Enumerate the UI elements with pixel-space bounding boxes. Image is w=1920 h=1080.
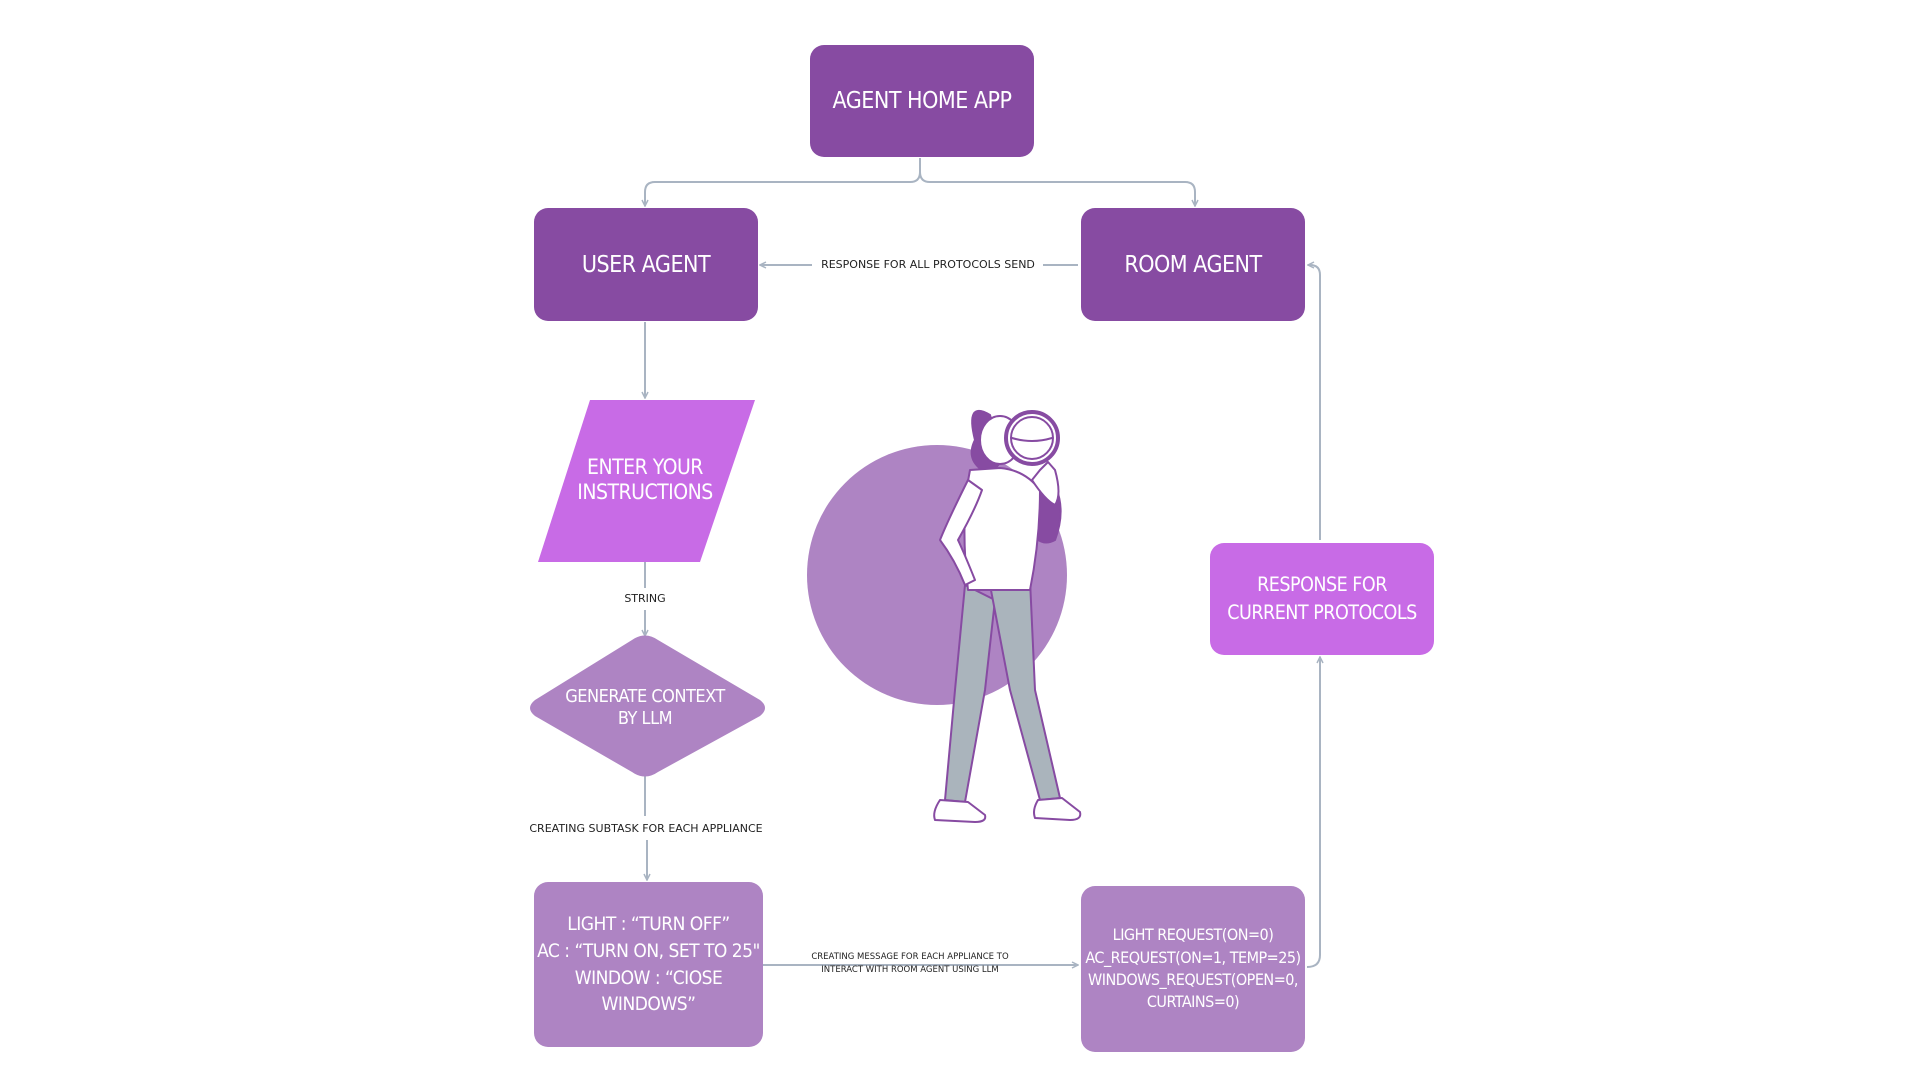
enter-instructions-label: ENTER YOUR INSTRUCTIONS — [577, 454, 713, 504]
agent-home-app-node: AGENT HOME APP — [810, 45, 1034, 157]
generate-context-text: GENERATE CONTEXT BY LLM — [545, 675, 745, 741]
agent-home-app-label: AGENT HOME APP — [832, 88, 1013, 114]
string-label: STRING — [615, 592, 675, 605]
generate-context-label: GENERATE CONTEXT BY LLM — [565, 686, 725, 729]
creating-message-label: CREATING MESSAGE FOR EACH APPLIANCE TO I… — [811, 952, 1009, 975]
edge-response-to-room — [1308, 265, 1321, 540]
edge-app-to-user — [645, 158, 921, 206]
appliance-commands-node: LIGHT : “TURN OFF” AC : “TURN ON, SET TO… — [534, 882, 763, 1047]
response-all-protocols-label: RESPONSE FOR ALL PROTOCOLS SEND — [814, 258, 1042, 271]
requests-label: LIGHT REQUEST(ON=0) AC_REQUEST(ON=1, TEM… — [1085, 925, 1301, 1012]
edge-requests-to-response — [1306, 657, 1320, 968]
room-agent-label: ROOM AGENT — [1124, 251, 1262, 278]
decision-diamond — [530, 635, 765, 777]
edge-app-to-room — [919, 171, 1195, 206]
user-agent-node: USER AGENT — [534, 208, 758, 321]
creating-subtask-label: CREATING SUBTASK FOR EACH APPLIANCE — [520, 822, 772, 835]
room-agent-node: ROOM AGENT — [1081, 208, 1305, 321]
enter-instructions-text: ENTER YOUR INSTRUCTIONS — [555, 440, 735, 520]
response-current-node: RESPONSE FOR CURRENT PROTOCOLS — [1210, 543, 1434, 655]
input-parallelogram — [538, 400, 755, 562]
user-agent-label: USER AGENT — [581, 251, 711, 278]
response-current-label: RESPONSE FOR CURRENT PROTOCOLS — [1227, 573, 1417, 624]
requests-node: LIGHT REQUEST(ON=0) AC_REQUEST(ON=1, TEM… — [1081, 886, 1305, 1052]
appliance-commands-label: LIGHT : “TURN OFF” AC : “TURN ON, SET TO… — [537, 912, 760, 1016]
magnifier-lens — [1004, 410, 1060, 466]
illustration-woman-magnifier — [807, 409, 1082, 823]
